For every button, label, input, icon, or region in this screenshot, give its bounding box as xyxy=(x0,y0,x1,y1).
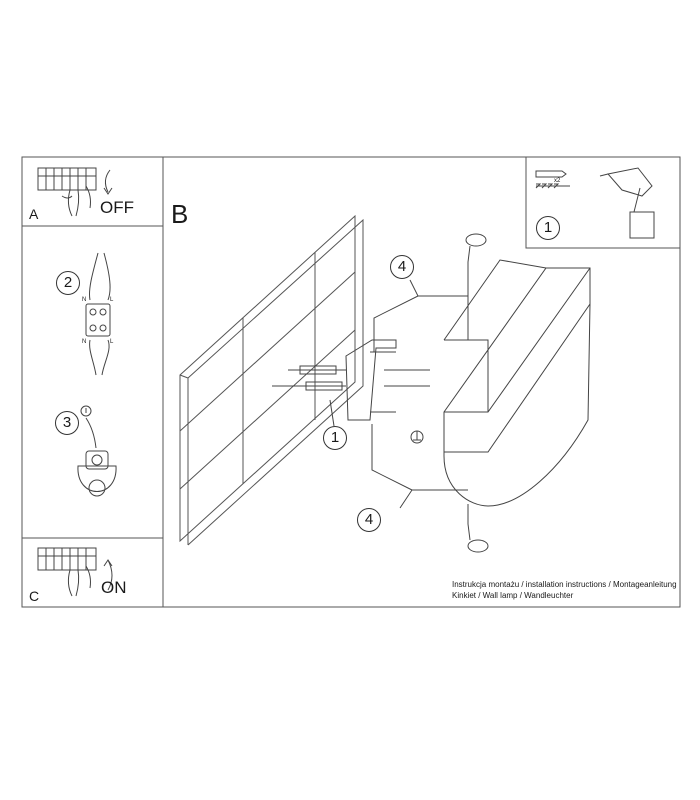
step-4-bottom-badge: 4 xyxy=(357,508,381,532)
bottom-screw-illustration xyxy=(467,504,489,553)
screw-count-label: x2 xyxy=(554,178,561,184)
step-1-tools-badge: 1 xyxy=(536,216,560,240)
panel-a-letter: A xyxy=(29,206,39,222)
wall-tiles-illustration xyxy=(179,214,364,546)
step-1-wall-badge: 1 xyxy=(323,426,347,450)
caption-line-2: Kinkiet / Wall lamp / Wandleuchter xyxy=(452,591,574,600)
mounting-bracket-illustration xyxy=(272,339,430,421)
terminal-n-label-top: N xyxy=(82,297,87,303)
ground-symbol-icon xyxy=(410,430,424,444)
panel-c-letter: C xyxy=(29,588,40,604)
main-frame xyxy=(21,156,681,608)
breaker-panel-c-illustration xyxy=(37,547,113,597)
leader-line-4-bottom xyxy=(371,424,413,509)
top-screw-illustration xyxy=(465,233,487,340)
leader-line-1 xyxy=(329,399,335,427)
terminal-n-label-bottom: N xyxy=(82,339,87,345)
panel-b-letter: B xyxy=(171,199,189,229)
breaker-panel-a-illustration xyxy=(37,167,113,217)
leader-line-4-top xyxy=(373,279,419,352)
terminal-l-label-bottom: L xyxy=(110,339,114,345)
wiring-diagram-illustration xyxy=(85,252,111,376)
on-label: ON xyxy=(101,578,127,597)
dowels-and-drill-illustration xyxy=(535,167,655,239)
wall-lamp-illustration xyxy=(443,259,591,507)
step-2-badge: 2 xyxy=(56,271,80,295)
terminal-l-label-top: L xyxy=(110,297,114,303)
off-label: OFF xyxy=(100,198,134,217)
step-3-badge: 3 xyxy=(55,411,79,435)
tools-box xyxy=(525,156,681,249)
caption-line-1: Instrukcja montażu / installation instru… xyxy=(452,580,677,589)
ground-terminal-illustration xyxy=(77,405,117,497)
step-4-top-badge: 4 xyxy=(390,255,414,279)
